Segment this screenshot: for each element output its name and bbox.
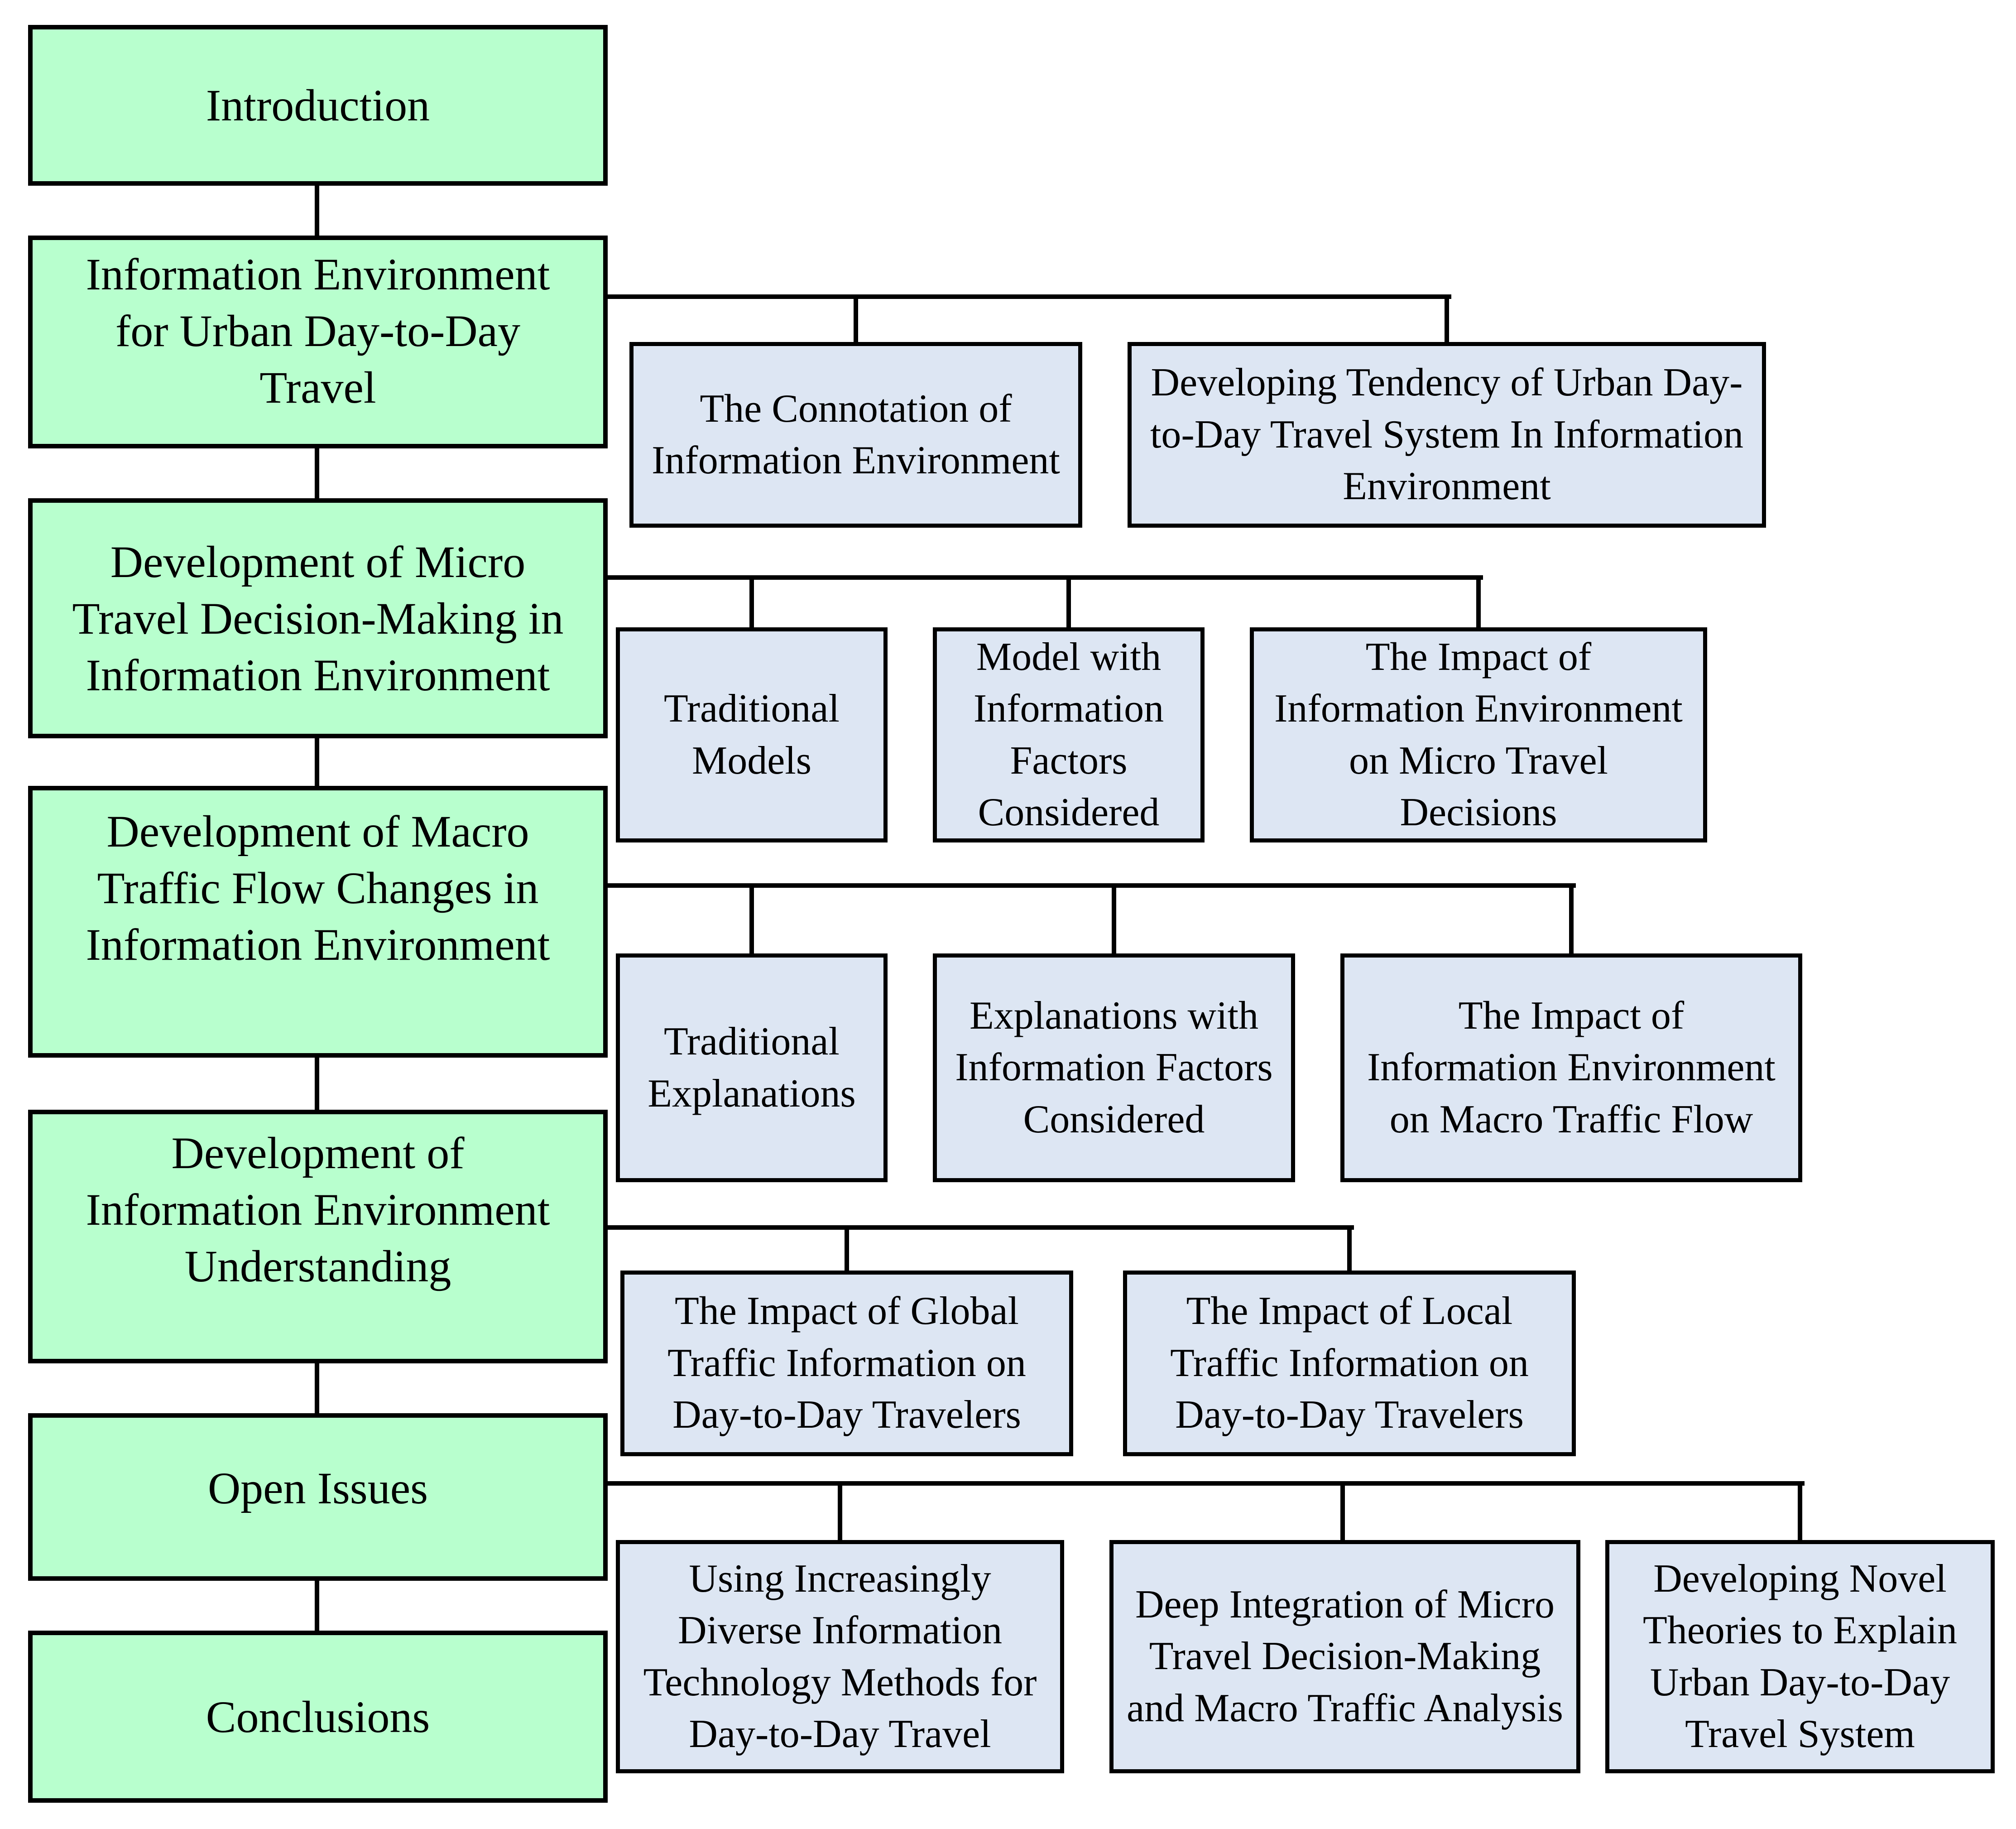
connector-drop bbox=[1798, 1481, 1802, 1547]
connector-drop bbox=[1569, 883, 1574, 960]
connector-spine bbox=[315, 444, 319, 503]
section-label: Open Issues bbox=[207, 1463, 428, 1513]
section-label: Development of Micro Travel Decision-Mak… bbox=[72, 536, 564, 700]
connector-drop bbox=[845, 1225, 849, 1277]
connector-drop bbox=[749, 883, 754, 960]
connector-drop bbox=[1066, 575, 1071, 639]
section-label: Introduction bbox=[206, 80, 430, 130]
subtopic-label: Traditional Explanations bbox=[648, 1020, 856, 1116]
subtopic-label: The Impact of Information Environment on… bbox=[1274, 635, 1683, 834]
connector-drop bbox=[1347, 1225, 1352, 1277]
section-label: Information Environment for Urban Day-to… bbox=[86, 249, 550, 413]
connector-bus bbox=[605, 575, 1483, 580]
connector-drop bbox=[1476, 575, 1481, 639]
connector-spine bbox=[315, 1053, 319, 1114]
section-label: Development of Information Environment U… bbox=[86, 1127, 550, 1291]
connector-drop bbox=[838, 1481, 842, 1547]
section-box-micro-travel-decision: Development of Micro Travel Decision-Mak… bbox=[28, 498, 628, 758]
subtopic-box-impact-macro-traffic-flow: The Impact of Information Environment on… bbox=[1340, 953, 1823, 1203]
connector-bus bbox=[605, 1481, 1805, 1486]
subtopic-box-local-traffic-information: The Impact of Local Traffic Information … bbox=[1123, 1271, 1596, 1477]
subtopic-box-deep-integration: Deep Integration of Micro Travel Decisio… bbox=[1109, 1540, 1601, 1794]
subtopic-box-diverse-information-technology: Using Increasingly Diverse Information T… bbox=[616, 1540, 1085, 1794]
subtopic-label: Traditional Models bbox=[664, 687, 840, 783]
subtopic-box-connotation: The Connotation of Information Environme… bbox=[629, 342, 1103, 548]
section-box-open-issues: Open Issues bbox=[28, 1413, 628, 1601]
subtopic-label: Explanations with Information Factors Co… bbox=[955, 993, 1273, 1141]
connector-drop bbox=[1445, 294, 1449, 353]
subtopic-label: The Impact of Global Traffic Information… bbox=[667, 1289, 1026, 1437]
section-label: Conclusions bbox=[206, 1691, 430, 1742]
subtopic-box-traditional-explanations: Traditional Explanations bbox=[616, 953, 908, 1203]
subtopic-label: Model with Information Factors Considere… bbox=[973, 635, 1164, 834]
connector-drop bbox=[1112, 883, 1116, 960]
section-label: Development of Macro Traffic Flow Change… bbox=[86, 806, 550, 970]
subtopic-box-explanations-with-information-factors: Explanations with Information Factors Co… bbox=[933, 953, 1315, 1203]
connector-bus bbox=[605, 294, 1451, 299]
connector-spine bbox=[315, 181, 319, 240]
subtopic-box-traditional-models: Traditional Models bbox=[616, 627, 908, 863]
section-box-macro-traffic-flow: Development of Macro Traffic Flow Change… bbox=[28, 786, 628, 1078]
subtopic-box-developing-tendency: Developing Tendency of Urban Day-to-Day … bbox=[1128, 342, 1786, 548]
connector-spine bbox=[315, 1359, 319, 1418]
subtopic-label: The Connotation of Information Environme… bbox=[652, 386, 1060, 482]
subtopic-label: The Impact of Local Traffic Information … bbox=[1170, 1289, 1529, 1437]
subtopic-label: Developing Tendency of Urban Day-to-Day … bbox=[1150, 361, 1744, 509]
subtopic-box-impact-micro-travel-decisions: The Impact of Information Environment on… bbox=[1250, 627, 1728, 863]
subtopic-label: The Impact of Information Environment on… bbox=[1367, 993, 1776, 1141]
connector-drop bbox=[1340, 1481, 1345, 1547]
section-box-information-environment: Information Environment for Urban Day-to… bbox=[28, 236, 628, 468]
subtopic-box-global-traffic-information: The Impact of Global Traffic Information… bbox=[620, 1271, 1094, 1477]
subtopic-label: Developing Novel Theories to Explain Urb… bbox=[1642, 1556, 1958, 1756]
connector-spine bbox=[315, 1576, 319, 1635]
section-box-introduction: Introduction bbox=[28, 25, 628, 206]
section-box-conclusions: Conclusions bbox=[28, 1631, 628, 1823]
section-box-information-environment-understanding: Development of Information Environment U… bbox=[28, 1110, 628, 1383]
subtopic-box-novel-theories: Developing Novel Theories to Explain Urb… bbox=[1605, 1540, 2015, 1794]
connector-drop bbox=[749, 575, 754, 639]
connector-drop bbox=[854, 294, 858, 353]
subtopic-label: Using Increasingly Diverse Information T… bbox=[643, 1556, 1037, 1756]
subtopic-label: Deep Integration of Micro Travel Decisio… bbox=[1127, 1582, 1563, 1730]
connector-spine bbox=[315, 734, 319, 790]
subtopic-box-model-with-information-factors: Model with Information Factors Considere… bbox=[933, 627, 1225, 863]
connector-bus bbox=[605, 883, 1576, 888]
connector-bus bbox=[605, 1225, 1354, 1230]
